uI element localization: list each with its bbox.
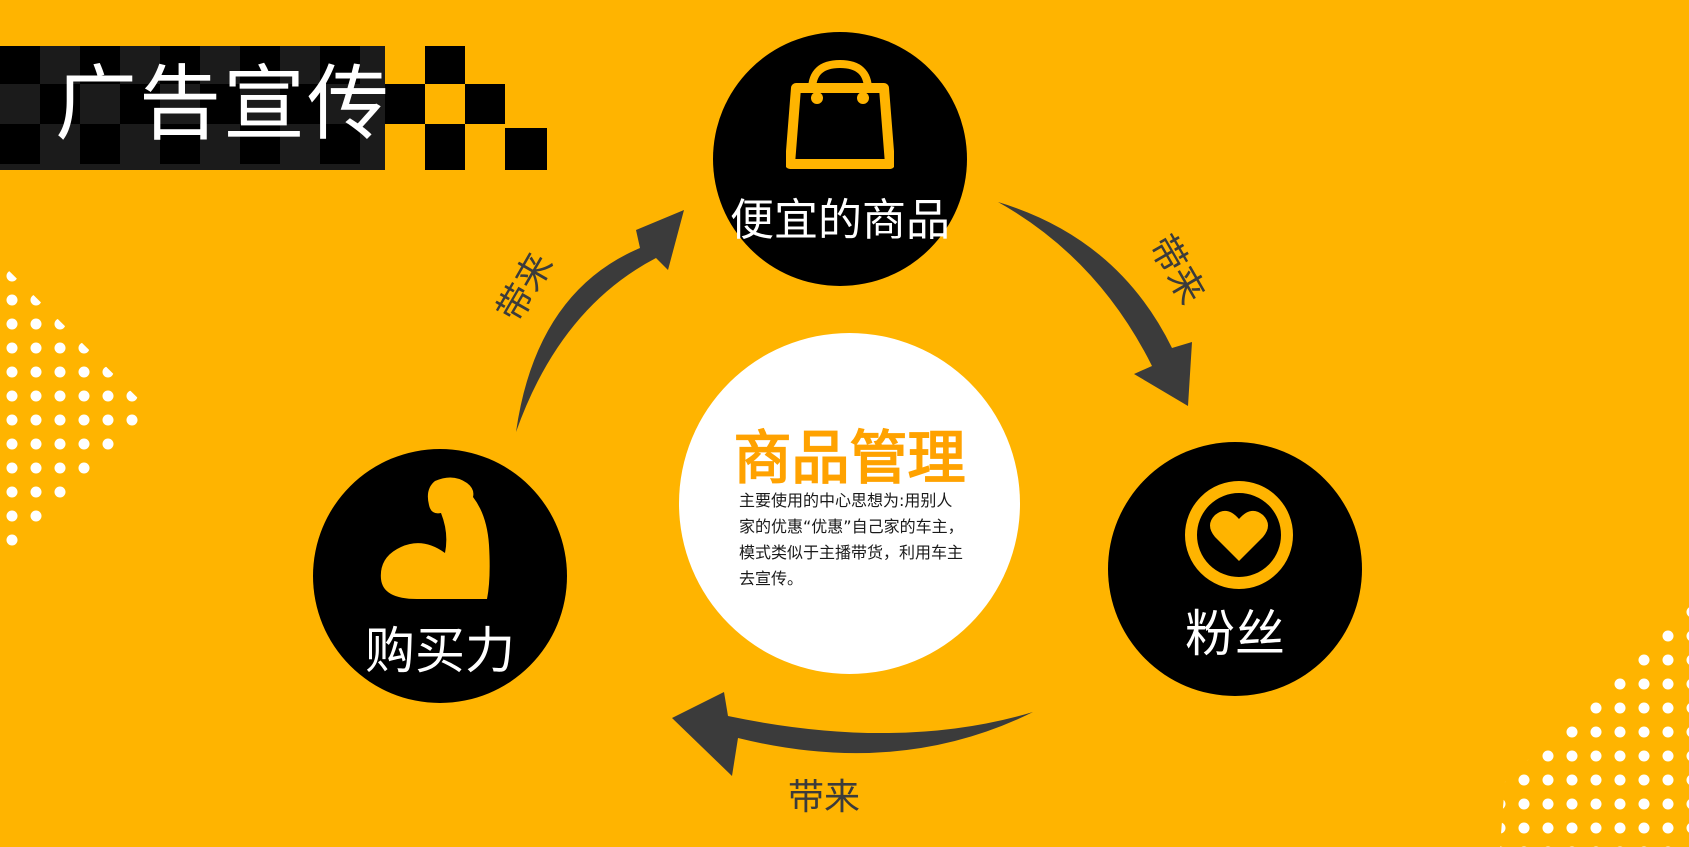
flexed-arm-icon [380, 477, 490, 599]
arrow-fans-to-power [672, 692, 1033, 776]
page-title: 广告宣传 [55, 57, 392, 152]
center-title: 商品管理 [733, 424, 966, 492]
arrow-label-bottom: 带来 [788, 777, 861, 818]
center-circle: 商品管理 主要使用的中心思想为:用别人家的优惠“优惠”自己家的车主，模式类似于主… [679, 333, 1020, 674]
dot-pattern-left [0, 262, 152, 560]
arrow-goods-to-fans [998, 202, 1192, 406]
node-purchasing-power: 购买力 [313, 449, 567, 703]
node-cheap-goods: 便宜的商品 [713, 32, 967, 286]
node-label-goods: 便宜的商品 [730, 195, 950, 246]
checkerboard-banner [0, 46, 547, 170]
node-label-fans: 粉丝 [1185, 605, 1285, 663]
node-fans: 粉丝 [1108, 442, 1362, 696]
heart-icon [1185, 481, 1293, 589]
dot-pattern-right [1500, 605, 1689, 847]
shopping-bag-icon [786, 60, 894, 169]
arrow-power-to-goods [516, 210, 684, 432]
center-description: 主要使用的中心思想为:用别人家的优惠“优惠”自己家的车主，模式类似于主播带货，利… [739, 491, 964, 588]
node-label-power: 购买力 [365, 622, 515, 680]
